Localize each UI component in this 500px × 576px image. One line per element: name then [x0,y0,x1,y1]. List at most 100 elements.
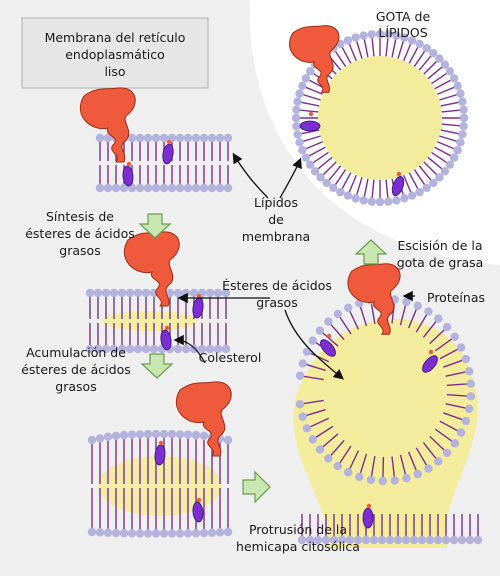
lipid-head [413,469,422,479]
lipid-head [422,43,431,53]
membrane-lipids-label-line-3: membrana [242,229,310,244]
cholesterol [299,120,321,132]
lipid-head [215,528,225,537]
lipid-head [453,81,462,91]
lipid-head [207,133,217,143]
lipid-head [207,183,217,193]
lipid-head [464,366,474,376]
lipid-head [440,60,450,69]
lipid-head [442,322,452,332]
lipid-head [173,344,183,354]
lipid-head [466,392,475,401]
title-line-3: liso [104,64,125,79]
lipid-head [293,130,302,139]
protein [79,87,136,163]
lipid-head [295,371,305,380]
lipid-head [111,528,121,538]
lipid-head [442,448,452,458]
lipid-head [407,191,417,200]
protein [175,381,232,457]
lipid-head [199,528,209,538]
lipid-head [378,476,388,486]
lipid-head [119,529,129,538]
cholesterol [192,501,204,523]
lipid-head [159,183,169,193]
lipid-head [95,528,105,537]
membrane-stage-3 [87,381,233,538]
fatty-acid-esters-label-line-2: grasos [256,295,297,310]
lipid-head [165,288,175,298]
lipid-head [85,288,95,298]
title-line-1: Membrana del retículo [45,30,186,45]
lipid-head [321,535,331,545]
lipid-head [183,183,193,193]
lipid-head [191,529,201,538]
lipid-head [295,89,304,98]
lipid-head [143,529,153,538]
lipid-head [424,464,433,473]
lipid-head [159,133,169,143]
lipid-head [456,343,466,352]
lipid-head [401,535,411,545]
lipid-head [305,535,315,545]
lipid-head [324,454,333,463]
lipid-head [167,429,177,439]
lipid-head [95,183,105,193]
lipid-head [292,105,301,114]
ester-lens [98,456,222,516]
step-accumulation-line-2: ésteres de ácidos [21,362,131,377]
step-synthesis-line-2: ésteres de ácidos [25,226,135,241]
lipid-head [95,434,105,443]
lipid-head [445,67,455,76]
lipid-head [377,535,387,545]
lipid-head [117,344,127,354]
lipid-head [367,30,376,39]
lipid-droplet [289,25,469,207]
lipid-head [109,288,119,298]
step-synthesis-line-3: grasos [59,243,100,258]
lipid-head [366,475,376,484]
lipid-head [143,133,153,143]
lipid-head [293,97,302,106]
lipid-head [141,288,151,298]
lipid-head [181,288,191,298]
membrane-stage-2 [85,231,231,354]
lipid-head [111,183,121,193]
cholesterol [320,339,336,357]
lipid-head [101,344,111,354]
lipid-head [215,133,225,143]
arrow-up-icon [354,239,388,265]
lipid-head [393,535,403,545]
step-accumulation-line-3: grasos [55,379,96,394]
lipid-head [189,344,199,354]
lipid-head [343,191,353,200]
protein [289,25,340,93]
title-box: Membrana del retículo endoplasmático lis… [21,17,209,89]
lipid-head [435,54,444,63]
lipid-head [103,432,113,441]
lipid-head [453,145,462,155]
lipid-head [345,535,355,545]
lipid-head [459,113,469,123]
lipid-head [181,344,191,354]
lipid-head [133,288,143,298]
lipid-head [175,133,185,143]
lipid-head [109,344,119,354]
lipid-head [434,457,443,466]
lipid-head [213,288,223,298]
lipid-head [413,301,422,311]
lipid-head [390,476,399,485]
lipid-head [141,344,151,354]
cholesterol [160,329,172,351]
lipid-head [417,535,427,545]
lipid-head [459,122,468,131]
fatty-acid-esters-label-line-1: Ésteres de ácidos [222,278,332,293]
lipid-head [385,535,395,545]
lipid-head [415,39,424,49]
lipid-head [359,31,368,40]
lipid-head [223,435,233,445]
lipid-head [302,347,312,356]
lipid-head [333,461,343,471]
lipid-head [305,67,315,76]
lipid-head [313,535,323,545]
